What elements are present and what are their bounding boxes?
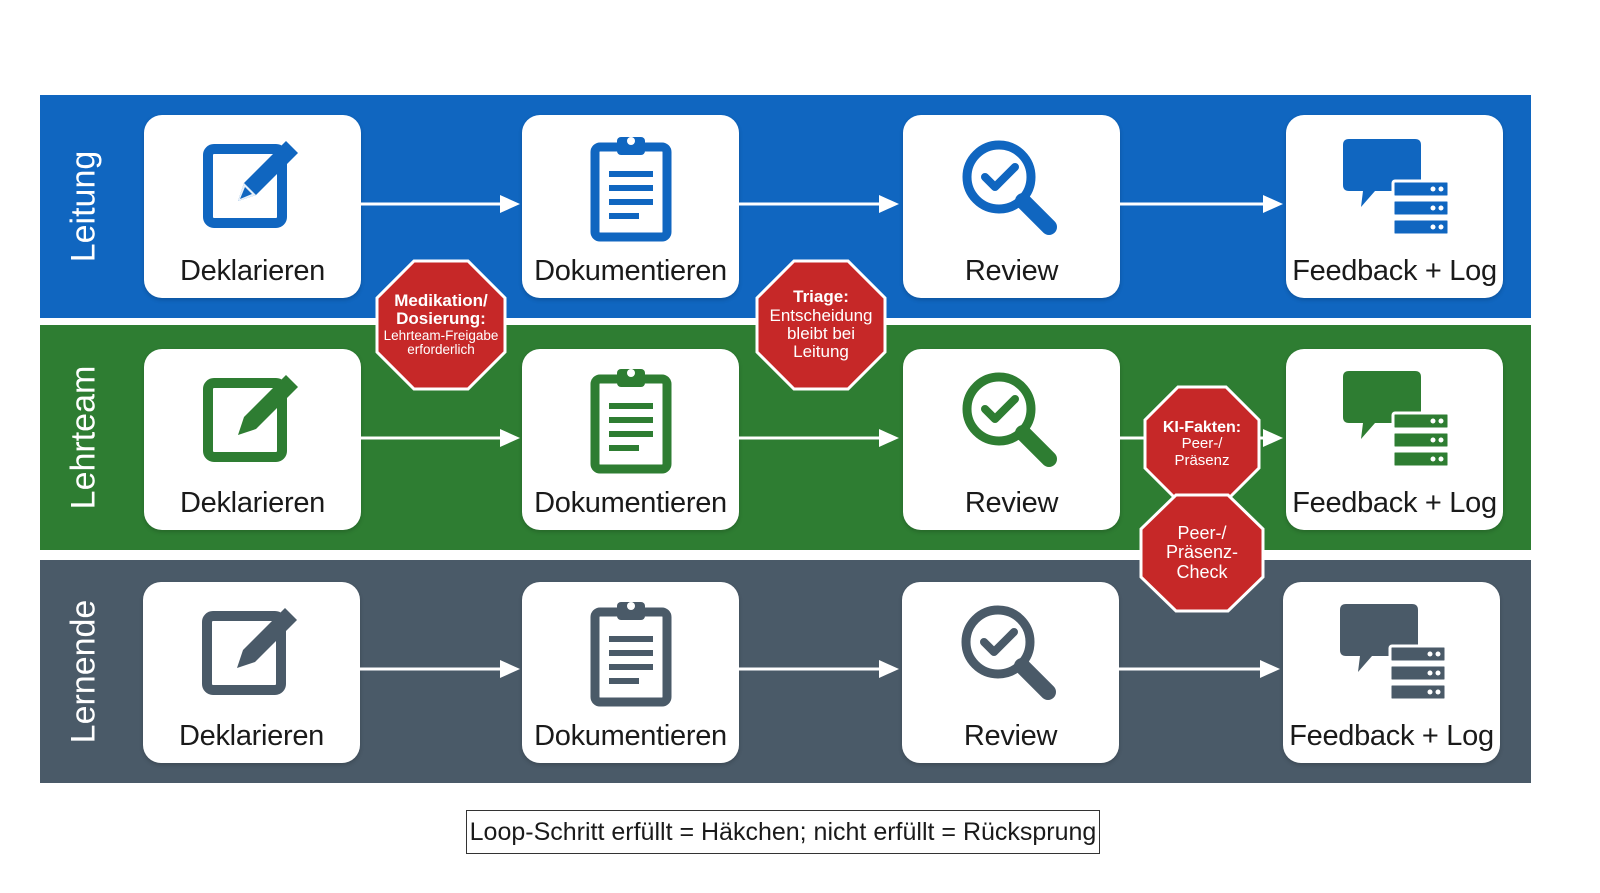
step-feedback-log: Feedback + Log xyxy=(1286,115,1503,298)
chat-server-icon xyxy=(1342,139,1450,237)
legend-text: Loop-Schritt erfüllt = Häkchen; nicht er… xyxy=(469,817,1097,846)
stop-sign-text: Peer-/ Präsenz- Check xyxy=(1165,522,1239,582)
step-feedback-log: Feedback + Log xyxy=(1286,349,1503,530)
stop-sign-peer-check: Peer-/ Präsenz- Check xyxy=(1139,493,1265,613)
legend-box: Loop-Schritt erfüllt = Häkchen; nicht er… xyxy=(466,810,1100,854)
clipboard-icon xyxy=(590,137,671,242)
arrow xyxy=(739,195,899,213)
stop-sign-medikation: Medikation/ Dosierung: Lehrteam-Freigabe… xyxy=(375,259,507,391)
clipboard-icon xyxy=(590,602,671,707)
stop-sign-text: Triage: Entscheidung bleibt bei Leitung xyxy=(769,287,873,362)
stop-sign-text: Medikation/ Dosierung: Lehrteam-Freigabe… xyxy=(383,291,499,358)
step-review: Review xyxy=(903,115,1120,298)
magnifier-check-icon xyxy=(961,605,1056,700)
arrow xyxy=(1119,660,1280,678)
clipboard-icon xyxy=(590,369,671,474)
edit-icon xyxy=(202,375,298,462)
step-dokumentieren: Dokumentieren xyxy=(522,349,739,530)
arrow xyxy=(360,429,520,447)
arrow xyxy=(739,660,899,678)
edit-icon xyxy=(201,608,297,695)
stop-sign-triage: Triage: Entscheidung bleibt bei Leitung xyxy=(755,259,887,391)
arrow xyxy=(1120,195,1283,213)
magnifier-check-icon xyxy=(962,140,1057,235)
chat-server-icon xyxy=(1342,371,1450,469)
step-deklarieren: Deklarieren xyxy=(143,582,360,763)
step-dokumentieren: Dokumentieren xyxy=(522,582,739,763)
octagon-shape xyxy=(755,259,887,391)
stop-sign-text: KI-Fakten: Peer-/ Präsenz xyxy=(1162,419,1242,469)
lane-label: Lernende xyxy=(64,599,103,744)
octagon-shape xyxy=(375,259,507,391)
step-deklarieren: Deklarieren xyxy=(144,349,361,530)
step-dokumentieren: Dokumentieren xyxy=(522,115,739,298)
arrow xyxy=(359,660,520,678)
magnifier-check-icon xyxy=(962,372,1057,467)
step-deklarieren: Deklarieren xyxy=(144,115,361,298)
octagon-shape xyxy=(1139,493,1265,613)
step-feedback-log: Feedback + Log xyxy=(1283,582,1500,763)
arrow xyxy=(739,429,899,447)
step-review: Review xyxy=(902,582,1119,763)
edit-icon xyxy=(202,141,298,228)
stop-sign-ki-fakten: KI-Fakten: Peer-/ Präsenz xyxy=(1143,385,1261,503)
lane-label: Lehrteam xyxy=(64,365,103,510)
lane-label: Leitung xyxy=(64,150,103,263)
arrow xyxy=(360,195,520,213)
step-review: Review xyxy=(903,349,1120,530)
chat-server-icon xyxy=(1339,604,1447,702)
